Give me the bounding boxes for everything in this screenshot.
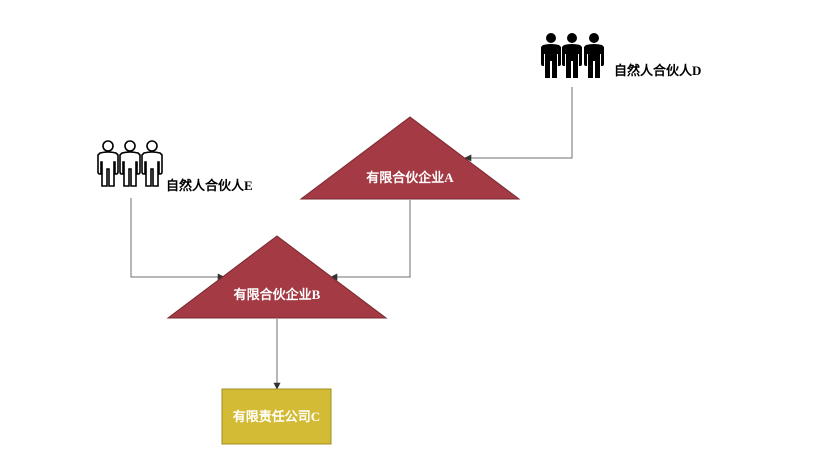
- company-c-node: 有限责任公司C: [221, 388, 332, 445]
- people-group-outline-icon: [97, 140, 163, 187]
- people-group-solid-icon: [541, 33, 604, 78]
- edge-a-to-b: [330, 200, 411, 281]
- partner-d-label: 自然人合伙人D: [614, 63, 701, 78]
- partnership-b-label: 有限合伙企业B: [234, 287, 321, 302]
- partner-e-label: 自然人合伙人E: [166, 178, 253, 193]
- company-c-label: 有限责任公司C: [233, 409, 320, 424]
- partnership-a-label: 有限合伙企业A: [366, 170, 454, 185]
- partnership-b-node: 有限合伙企业B: [166, 235, 388, 319]
- partnership-a-node: 有限合伙企业A: [299, 116, 521, 200]
- edge-e-to-b: [130, 198, 225, 281]
- connectors: [130, 87, 573, 390]
- edge-d-to-a: [464, 87, 573, 162]
